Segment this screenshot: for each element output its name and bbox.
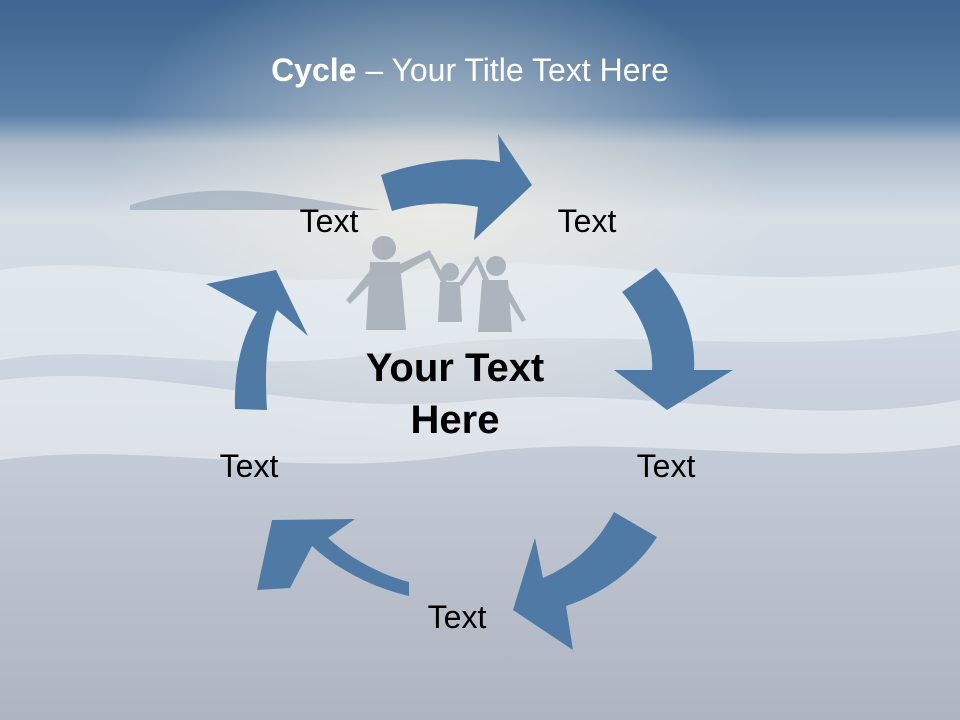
cycle-node-label-top-right: Text bbox=[557, 203, 617, 239]
cycle-arrow-left bbox=[206, 270, 308, 410]
slide-title: Cycle – Your Title Text Here bbox=[0, 52, 940, 89]
cycle-arrow-bottom-left-shape bbox=[257, 519, 409, 596]
cycle-node-label-right: Text bbox=[636, 448, 696, 484]
cycle-arrow-right bbox=[614, 268, 733, 410]
family-silhouette bbox=[346, 236, 526, 332]
cycle-arrow-bottom-right bbox=[513, 512, 657, 650]
cycle-node-label-bottom: Text bbox=[427, 599, 487, 635]
cycle-node-label-left: Text bbox=[219, 448, 279, 484]
cycle-arrow-top-left bbox=[381, 134, 532, 240]
title-rest-part: – Your Title Text Here bbox=[356, 52, 669, 88]
title-bold-part: Cycle bbox=[271, 52, 357, 88]
center-text: Your Text Here bbox=[365, 346, 545, 442]
cycle-node-label-top-left: Text bbox=[299, 203, 359, 239]
